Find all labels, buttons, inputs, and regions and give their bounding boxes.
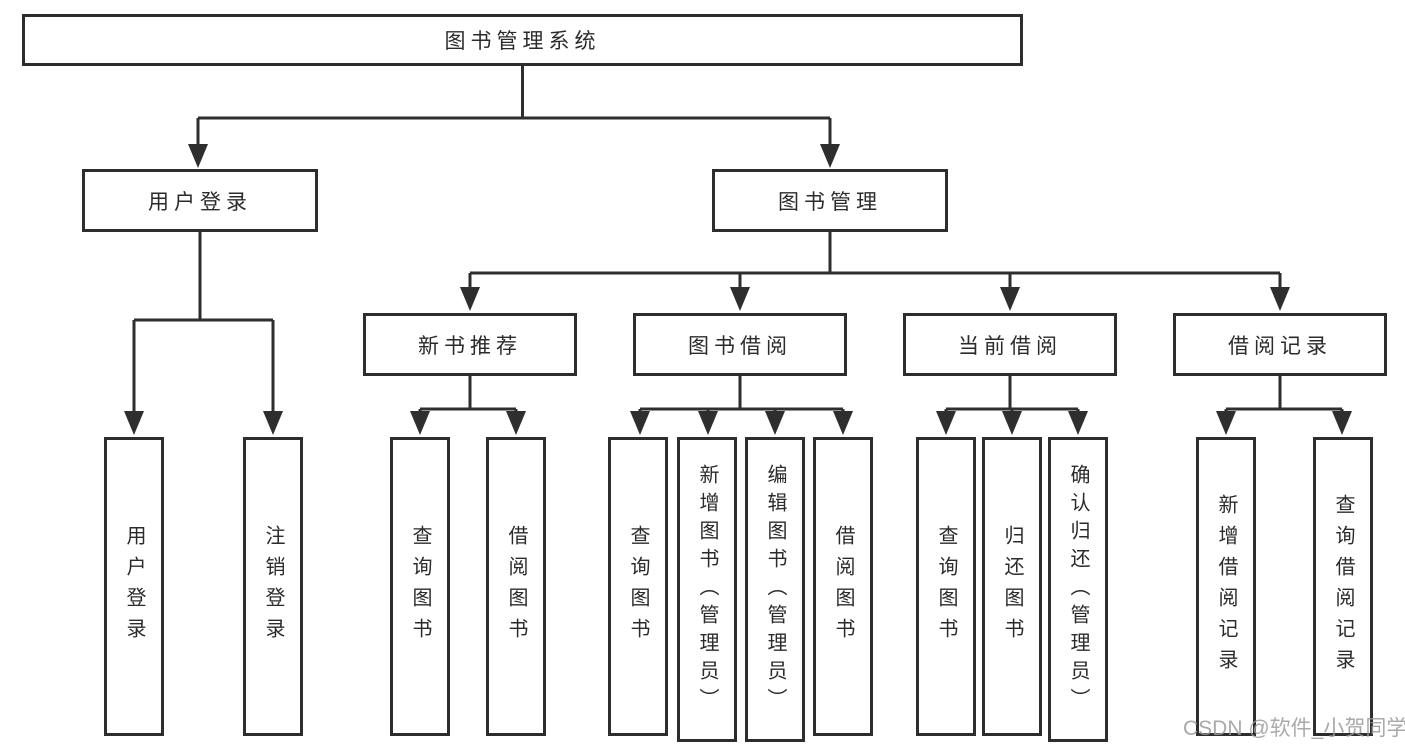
leaf-user-login: 用户登录 [104,437,164,736]
leaf-logout: 注销登录 [243,437,303,736]
connector-new-book-recommend-to-leaves [410,376,526,435]
leaf-add-borrow-record: 新增借阅记录 [1196,437,1256,736]
node-current-borrowing: 当前借阅 [903,313,1117,376]
leaf-query-borrow-record: 查询借阅记录 [1313,437,1373,736]
leaf-borrow-books-recommend: 借阅图书 [486,437,546,736]
csdn-watermark: CSDN @软件_小贺同学 [1183,717,1405,740]
connector-current-borrowing-to-leaves [936,376,1088,435]
connector-borrowing-records-to-leaves [1216,376,1352,435]
node-library-system: 图书管理系统 [22,14,1023,66]
connector-root-to-level2 [188,66,840,168]
leaf-query-books-current: 查询图书 [916,437,976,736]
leaf-add-book-admin: 新增图书（管理员） [677,437,737,742]
node-new-book-recommend: 新书推荐 [363,313,577,376]
leaf-return-book: 归还图书 [982,437,1042,736]
leaf-query-books-recommend: 查询图书 [390,437,450,736]
leaf-query-books-borrowing: 查询图书 [608,437,668,736]
leaf-edit-book-admin: 编辑图书（管理员） [745,437,805,742]
node-book-borrowing: 图书借阅 [633,313,847,376]
node-user-login: 用户登录 [82,169,318,232]
connector-user-login-to-leaves [124,231,283,435]
node-borrowing-records: 借阅记录 [1173,313,1387,376]
connector-book-borrowing-to-leaves [630,376,853,435]
leaf-borrow-books-borrowing: 借阅图书 [813,437,873,736]
node-book-management: 图书管理 [712,169,948,232]
leaf-confirm-return-admin: 确认归还（管理员） [1048,437,1108,742]
connector-book-management-to-level3 [460,232,1290,311]
